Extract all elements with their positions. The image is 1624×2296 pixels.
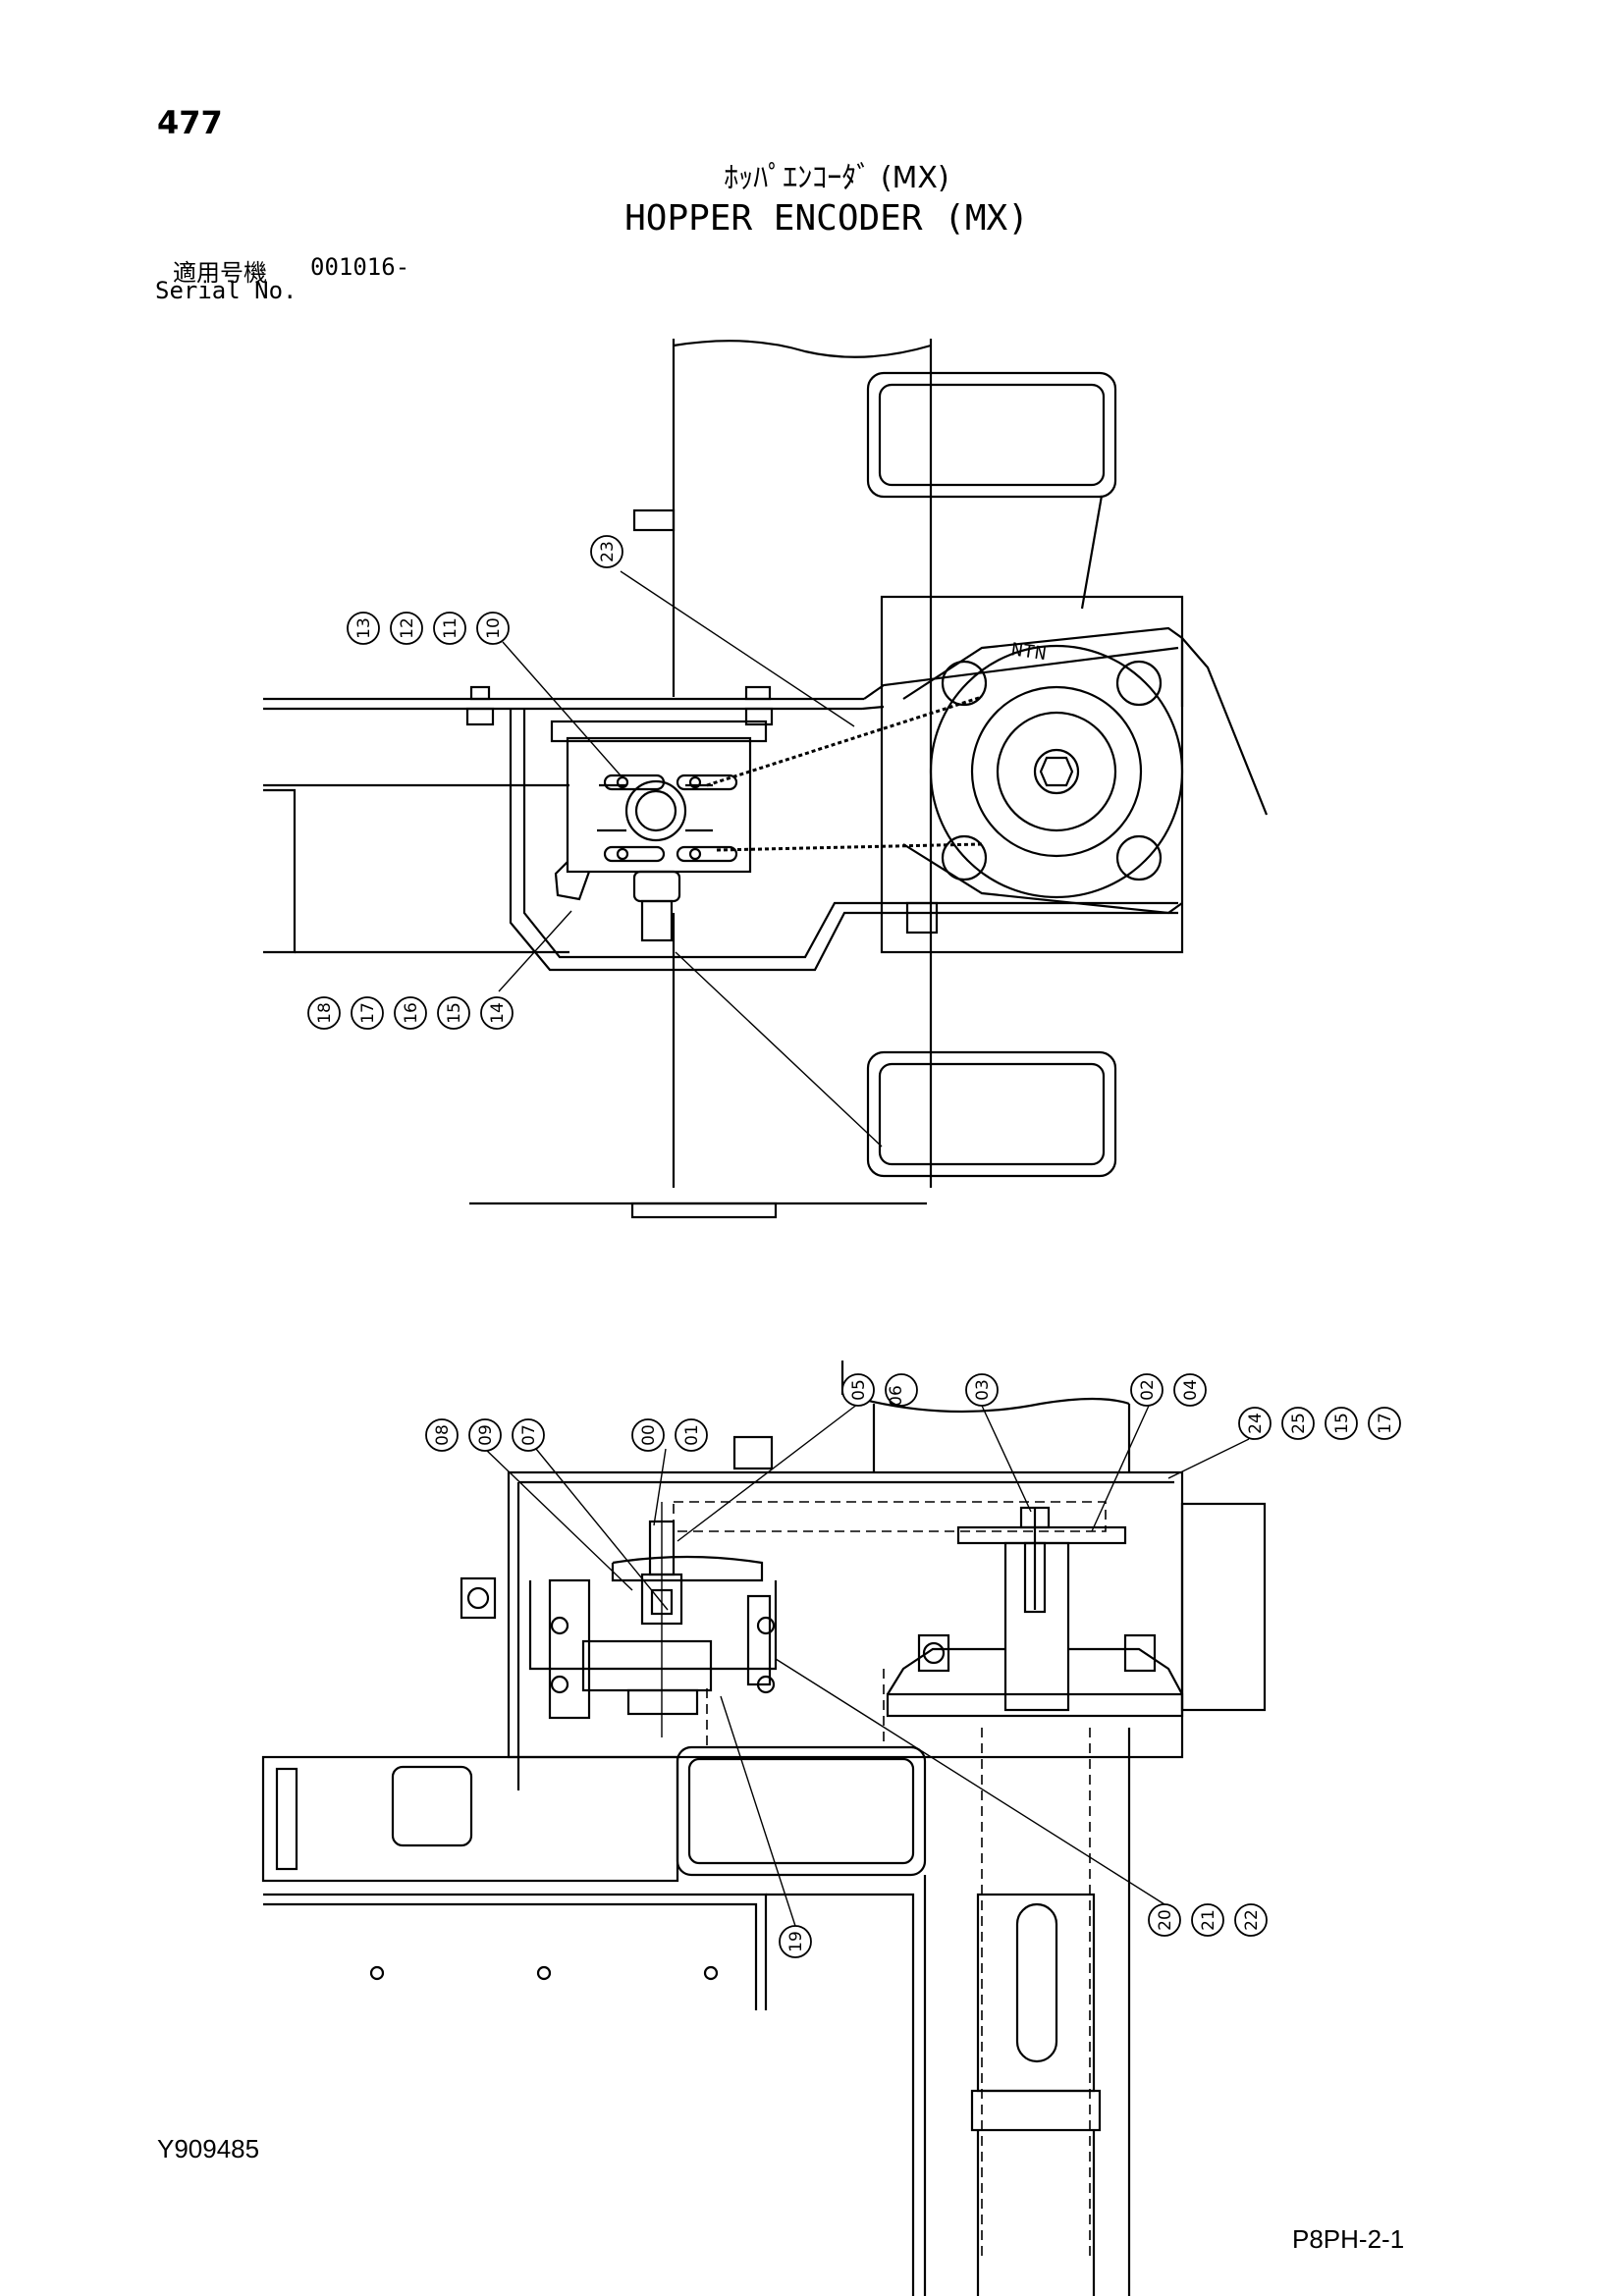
callout-label: 19 <box>786 1931 806 1952</box>
callout-group-10-13: 13 12 11 10 <box>347 612 510 645</box>
callout-label: 10 <box>484 617 504 639</box>
callout-label: 06 <box>887 1385 906 1407</box>
callout-label: 25 <box>1289 1413 1309 1434</box>
callout-label: 09 <box>476 1424 496 1446</box>
callout-label: 22 <box>1242 1909 1262 1931</box>
reference-code: P8PH-2-1 <box>1292 2224 1405 2254</box>
callout-group-07-09: 08 09 07 <box>425 1418 545 1452</box>
top-view-drawing: NTN <box>263 339 1269 1219</box>
serial-label: Serial No. <box>155 277 298 304</box>
callout-03: 03 <box>965 1373 999 1407</box>
callout-label: 12 <box>398 617 417 639</box>
callout-label: 00 <box>639 1424 659 1446</box>
callout-label: 08 <box>433 1424 453 1446</box>
callout-label: 03 <box>973 1379 993 1401</box>
callout-label: 14 <box>488 1002 508 1024</box>
callout-23: 23 <box>590 535 623 568</box>
callout-label: 11 <box>441 617 460 639</box>
callout-group-02-04: 02 04 <box>1130 1373 1207 1407</box>
callout-label: 18 <box>315 1002 335 1024</box>
callout-label: 17 <box>358 1002 378 1024</box>
callout-label: 20 <box>1156 1909 1175 1931</box>
callout-group-14-18: 18 17 16 15 14 <box>307 996 514 1030</box>
page-number: 477 <box>157 104 223 141</box>
callout-label: 15 <box>445 1002 464 1024</box>
callout-label: 02 <box>1138 1379 1158 1401</box>
callout-label: 13 <box>354 617 374 639</box>
callout-label: 17 <box>1376 1413 1395 1434</box>
callout-label: 04 <box>1181 1379 1201 1401</box>
callout-label: 05 <box>849 1379 869 1401</box>
bottom-view-drawing <box>261 1361 1267 2296</box>
callout-group-05-06: 05 06 <box>841 1373 918 1407</box>
callout-label: 01 <box>682 1424 702 1446</box>
callout-label: 24 <box>1246 1413 1266 1434</box>
callout-group-00-01: 00 01 <box>631 1418 708 1452</box>
callout-label: 23 <box>598 541 618 562</box>
callout-group-20-22: 20 21 22 <box>1148 1903 1268 1937</box>
ntn-emboss-text: NTN <box>1009 639 1048 667</box>
serial-number-value: 001016- <box>310 253 410 281</box>
document-id: Y909485 <box>157 2134 260 2163</box>
callout-label: 16 <box>402 1002 421 1024</box>
title-japanese: ﾎｯﾊﾟｴﾝｺｰﾀﾞ (MX) <box>724 161 949 195</box>
callout-19: 19 <box>779 1925 812 1958</box>
callout-label: 07 <box>519 1424 539 1446</box>
callout-label: 21 <box>1199 1909 1218 1931</box>
page-title: HOPPER ENCODER (MX) <box>624 198 1029 239</box>
callout-group-24-17: 24 25 15 17 <box>1238 1407 1401 1440</box>
callout-label: 15 <box>1332 1413 1352 1434</box>
serial-label-japanese: 適用号機 <box>173 259 267 287</box>
